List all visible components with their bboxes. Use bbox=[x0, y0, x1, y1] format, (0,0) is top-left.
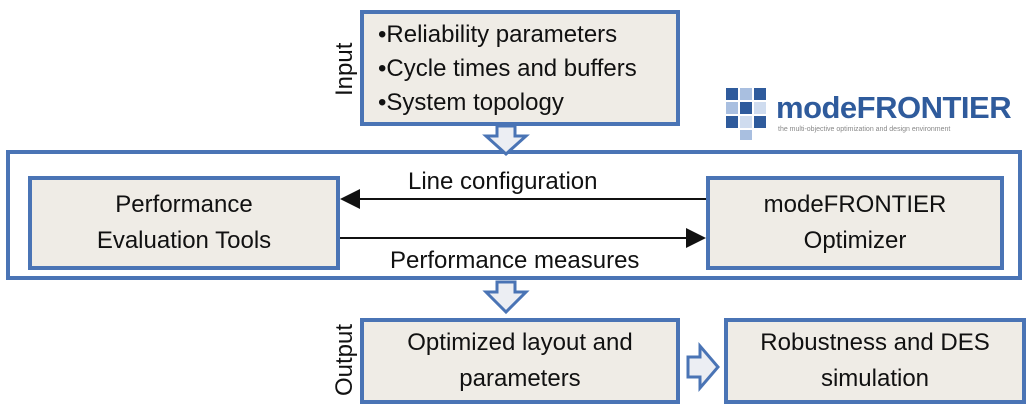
input-box: •Reliability parameters •Cycle times and… bbox=[360, 10, 680, 126]
performance-measures-label: Performance measures bbox=[390, 247, 640, 274]
input-item-reliability: •Reliability parameters bbox=[378, 21, 618, 48]
logo-mark-icon bbox=[726, 88, 766, 140]
right-arrow-icon-output bbox=[686, 341, 720, 393]
down-arrow-icon-top bbox=[482, 124, 530, 157]
optimized-layout-box: Optimized layout and parameters bbox=[360, 318, 680, 404]
perf-tools-line2: Evaluation Tools bbox=[96, 227, 272, 254]
modefrontier-logo: modeFRONTIER the multi-objective optimiz… bbox=[722, 86, 1012, 142]
input-item-cycle-times: •Cycle times and buffers bbox=[378, 55, 637, 82]
logo-name: modeFRONTIER bbox=[776, 90, 1012, 125]
perf-tools-line1: Performance bbox=[115, 191, 253, 218]
input-item-topology: •System topology bbox=[378, 89, 564, 116]
line-configuration-label: Line configuration bbox=[408, 168, 598, 195]
output-line1: Optimized layout and bbox=[407, 329, 633, 356]
optimizer-line1: modeFRONTIER bbox=[763, 191, 947, 218]
robust-line2: simulation bbox=[820, 365, 930, 392]
performance-evaluation-tools-box: Performance Evaluation Tools bbox=[28, 176, 340, 270]
output-line2: parameters bbox=[459, 365, 581, 392]
robust-line1: Robustness and DES bbox=[760, 329, 990, 356]
modefrontier-optimizer-box: modeFRONTIER Optimizer bbox=[706, 176, 1004, 270]
logo-tagline: the multi-objective optimization and des… bbox=[778, 126, 951, 133]
down-arrow-icon-bottom bbox=[482, 280, 530, 315]
optimizer-line2: Optimizer bbox=[803, 227, 907, 254]
